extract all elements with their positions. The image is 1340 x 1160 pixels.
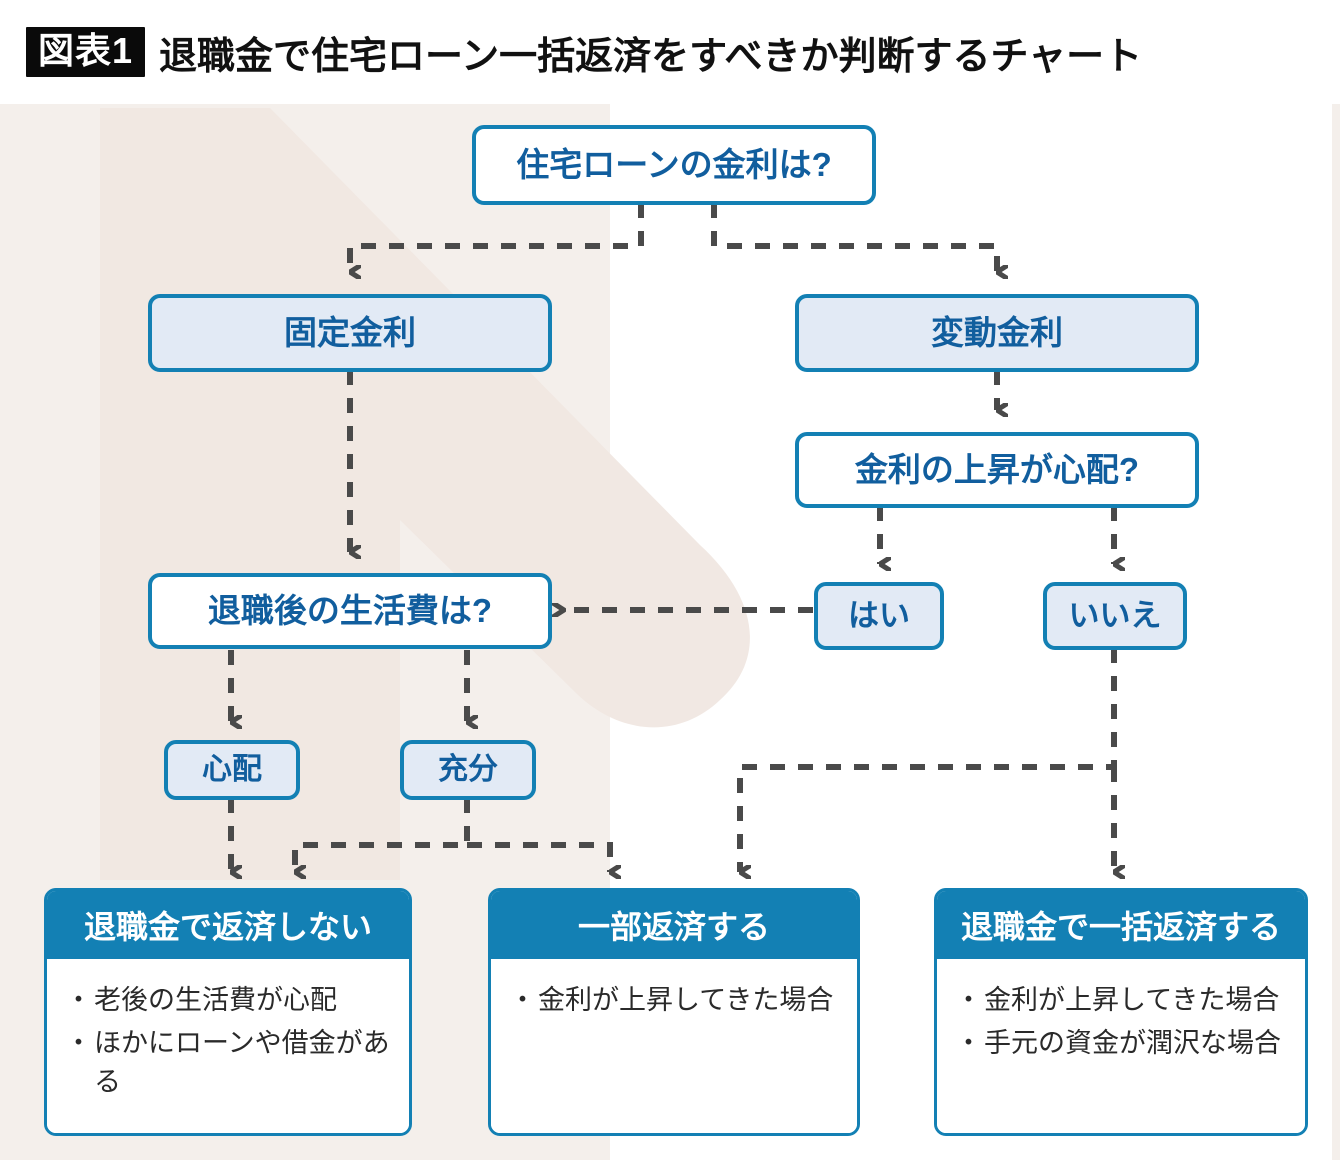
list-item: ・ 手元の資金が潤沢な場合	[955, 1024, 1287, 1063]
result-card-title: 一部返済する	[491, 891, 857, 959]
result-card-do-not-repay[interactable]: 退職金で返済しない ・ 老後の生活費が心配 ・ ほかにローンや借金がある	[44, 888, 412, 1136]
node-variable-rate[interactable]: 変動金利	[795, 294, 1199, 372]
node-label: いいえ	[1068, 598, 1162, 634]
node-answer-enough[interactable]: 充分	[400, 740, 536, 800]
list-item-text: 金利が上昇してきた場合	[984, 985, 1280, 1015]
bullet-mark: ・	[65, 1028, 92, 1059]
bullet-mark: ・	[955, 1028, 982, 1059]
figure-title-bar: 図表1 退職金で住宅ローン一括返済をすべきか判断するチャート	[0, 0, 1340, 104]
node-loan-interest-type[interactable]: 住宅ローンの金利は?	[472, 125, 876, 205]
result-card-title: 退職金で返済しない	[47, 891, 409, 959]
node-answer-worried[interactable]: 心配	[164, 740, 300, 800]
list-item-text: ほかにローンや借金がある	[94, 1028, 390, 1098]
node-label: 心配	[202, 752, 262, 786]
result-card-body: ・ 金利が上昇してきた場合 ・ 手元の資金が潤沢な場合	[937, 959, 1305, 1133]
node-fixed-rate[interactable]: 固定金利	[148, 294, 552, 372]
node-label: 住宅ローンの金利は?	[516, 146, 832, 184]
node-label: はい	[848, 598, 910, 634]
list-item-text: 老後の生活費が心配	[94, 985, 337, 1015]
bullet-mark: ・	[955, 985, 982, 1015]
result-card-partial-repay[interactable]: 一部返済する ・ 金利が上昇してきた場合	[488, 888, 860, 1136]
node-label: 固定金利	[284, 314, 416, 352]
result-card-full-repay[interactable]: 退職金で一括返済する ・ 金利が上昇してきた場合 ・ 手元の資金が潤沢な場合	[934, 888, 1308, 1136]
node-worried-about-rate-rise[interactable]: 金利の上昇が心配?	[795, 432, 1199, 508]
node-label: 金利の上昇が心配?	[854, 451, 1140, 489]
list-item: ・ ほかにローンや借金がある	[65, 1024, 391, 1102]
result-card-title: 退職金で一括返済する	[937, 891, 1305, 959]
result-card-body: ・ 金利が上昇してきた場合	[491, 959, 857, 1133]
result-card-body: ・ 老後の生活費が心配 ・ ほかにローンや借金がある	[47, 959, 409, 1133]
page-title: 退職金で住宅ローン一括返済をすべきか判断するチャート	[159, 35, 1143, 78]
node-label: 退職後の生活費は?	[207, 592, 493, 630]
node-label: 充分	[438, 752, 498, 786]
list-item: ・ 金利が上昇してきた場合	[509, 981, 839, 1020]
bullet-mark: ・	[65, 985, 92, 1015]
list-item-text: 金利が上昇してきた場合	[538, 985, 834, 1015]
list-item: ・ 老後の生活費が心配	[65, 981, 391, 1020]
bullet-mark: ・	[509, 985, 536, 1015]
list-item: ・ 金利が上昇してきた場合	[955, 981, 1287, 1020]
list-item-text: 手元の資金が潤沢な場合	[984, 1028, 1281, 1059]
node-label: 変動金利	[931, 314, 1063, 352]
node-answer-yes[interactable]: はい	[814, 582, 944, 650]
figure-number-badge: 図表1	[26, 27, 146, 77]
node-answer-no[interactable]: いいえ	[1043, 582, 1187, 650]
node-post-retirement-living-cost[interactable]: 退職後の生活費は?	[148, 573, 552, 649]
